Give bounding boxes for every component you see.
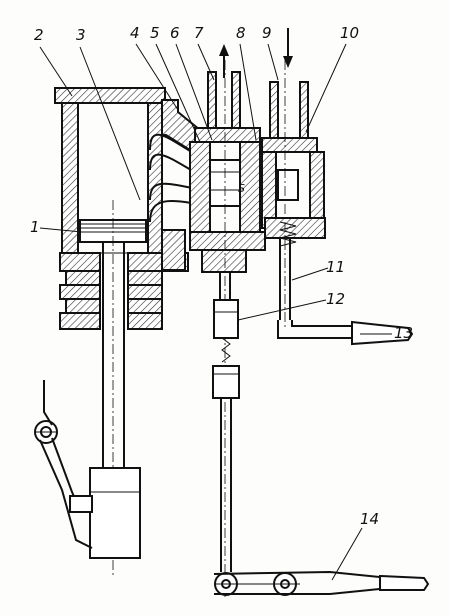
label-14: 14 <box>360 510 379 528</box>
side-lever <box>34 380 93 549</box>
label-9: 9 <box>262 24 272 42</box>
bottom-lever <box>213 570 430 596</box>
label-s: S <box>238 182 245 195</box>
main-cylinder <box>54 87 189 330</box>
piston-rod <box>89 200 141 575</box>
label-10: 10 <box>340 24 359 42</box>
label-1: 1 <box>30 218 40 236</box>
label-7: 7 <box>194 24 204 42</box>
label-13: 13 <box>394 324 413 342</box>
label-11: 11 <box>326 258 345 276</box>
lower-rod <box>212 365 240 572</box>
valve-body <box>189 71 266 273</box>
flow-arrows <box>219 28 293 78</box>
label-2: 2 <box>34 26 44 44</box>
coupling <box>213 299 239 363</box>
label-3: 3 <box>76 26 86 44</box>
label-6: 6 <box>170 24 180 42</box>
label-12: 12 <box>326 290 345 308</box>
leader-lines <box>39 43 392 581</box>
label-8: 8 <box>236 24 246 42</box>
label-5: 5 <box>150 24 160 42</box>
right-valve <box>261 81 326 247</box>
handle-13 <box>277 320 414 346</box>
label-4: 4 <box>130 24 140 42</box>
